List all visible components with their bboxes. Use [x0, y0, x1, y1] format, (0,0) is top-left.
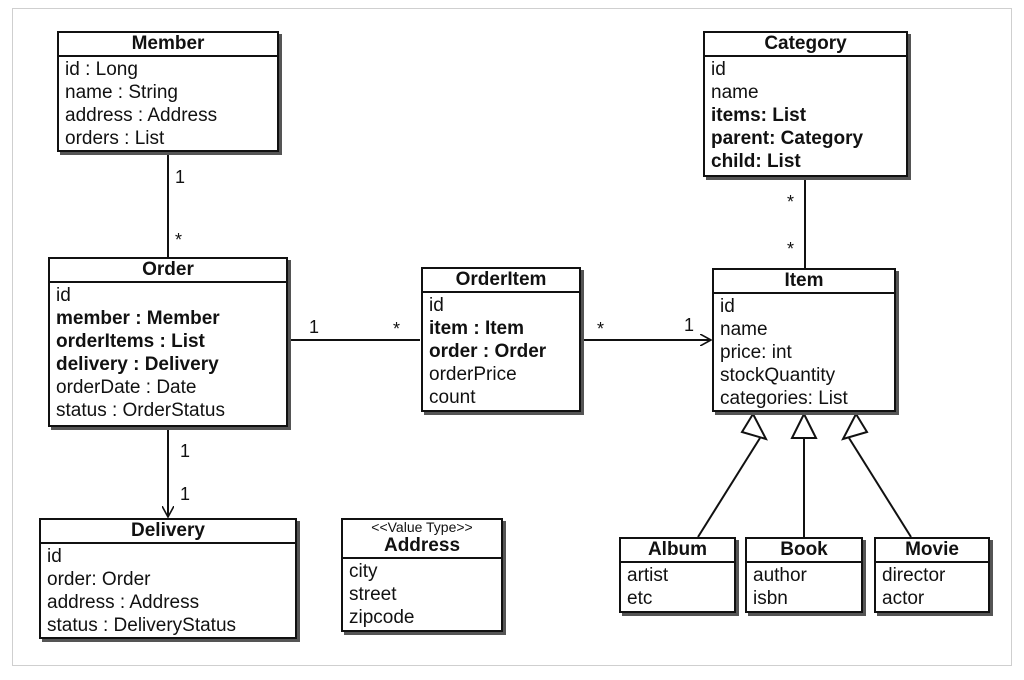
generalization-album-line [697, 437, 761, 538]
attribute: isbn [753, 588, 788, 609]
attribute-list: id name items: List parent: Category chi… [705, 57, 906, 175]
class-movie[interactable]: Movie director actor [874, 537, 990, 613]
attribute-list: artist etc [621, 563, 734, 612]
multiplicity-orderitem-item-left: * [597, 319, 605, 339]
attribute-list: city street zipcode [343, 559, 501, 631]
attribute: id [429, 295, 444, 316]
attribute: items: List [711, 105, 807, 126]
attribute: id [720, 296, 735, 317]
attribute: id [711, 59, 726, 80]
attribute: zipcode [349, 607, 415, 628]
attribute: order : Order [429, 341, 547, 362]
attribute: author [753, 565, 807, 586]
attribute-list: id order: Order address : Address status… [41, 544, 295, 639]
multiplicity-order-delivery-bottom: 1 [180, 484, 191, 504]
attribute-list: id name price: int stockQuantity categor… [714, 294, 894, 412]
attribute: address : Address [65, 105, 218, 126]
attribute: delivery : Delivery [56, 354, 219, 375]
attribute: id [56, 285, 71, 306]
attribute: etc [627, 588, 653, 609]
multiplicity-order-orderitem-right: * [393, 319, 401, 339]
class-address[interactable]: <<Value Type>> Address city street zipco… [341, 518, 503, 632]
class-name: Album [621, 539, 734, 563]
class-member[interactable]: Member id : Long name : String address :… [57, 31, 279, 152]
class-name-block: <<Value Type>> Address [343, 520, 501, 559]
stereotype-label: <<Value Type>> [371, 519, 473, 535]
class-name: OrderItem [423, 269, 579, 293]
attribute: order: Order [47, 569, 151, 590]
attribute: name [720, 319, 768, 340]
multiplicity-order-delivery-top: 1 [180, 441, 191, 461]
multiplicity-orderitem-item-right: 1 [684, 315, 695, 335]
attribute: artist [627, 565, 669, 586]
attribute: id : Long [65, 59, 138, 80]
attribute: child: List [711, 151, 801, 172]
attribute: status : OrderStatus [56, 400, 225, 421]
attribute: orderDate : Date [56, 377, 197, 398]
attribute: director [882, 565, 946, 586]
generalization-movie-line [848, 437, 912, 538]
attribute: id [47, 546, 62, 567]
attribute: city [349, 561, 378, 582]
attribute: name : String [65, 82, 178, 103]
attribute: parent: Category [711, 128, 864, 149]
multiplicity-member-order-bottom: * [175, 230, 183, 250]
multiplicity-category-item-top: * [787, 192, 795, 212]
attribute: actor [882, 588, 925, 609]
attribute: status : DeliveryStatus [47, 615, 237, 636]
class-name: Address [383, 535, 461, 556]
class-name: Movie [876, 539, 988, 563]
multiplicity-order-orderitem-left: 1 [309, 317, 320, 337]
attribute: member : Member [56, 308, 220, 329]
class-item[interactable]: Item id name price: int stockQuantity ca… [712, 268, 896, 412]
multiplicity-category-item-bottom: * [787, 239, 795, 259]
attribute: orderPrice [429, 364, 517, 385]
attribute: categories: List [720, 388, 848, 409]
class-orderitem[interactable]: OrderItem id item : Item order : Order o… [421, 267, 581, 412]
class-book[interactable]: Book author isbn [745, 537, 863, 613]
attribute: name [711, 82, 759, 103]
attribute: orderItems : List [56, 331, 205, 352]
class-name: Member [59, 33, 277, 57]
class-order[interactable]: Order id member : Member orderItems : Li… [48, 257, 288, 427]
attribute: stockQuantity [720, 365, 836, 386]
attribute: price: int [720, 342, 792, 363]
generalization-movie-arrowhead [841, 411, 869, 441]
attribute-list: id member : Member orderItems : List del… [50, 283, 286, 424]
attribute: item : Item [429, 318, 525, 339]
attribute: count [429, 387, 476, 408]
attribute-list: id item : Item order : Order orderPrice … [423, 293, 579, 411]
attribute-list: id : Long name : String address : Addres… [59, 57, 277, 152]
generalization-album-arrowhead [740, 411, 768, 441]
class-name: Book [747, 539, 861, 563]
class-delivery[interactable]: Delivery id order: Order address : Addre… [39, 518, 297, 639]
attribute-list: author isbn [747, 563, 861, 612]
class-name: Category [705, 33, 906, 57]
attribute: street [349, 584, 397, 605]
class-name: Order [50, 259, 286, 283]
attribute-list: director actor [876, 563, 988, 612]
class-category[interactable]: Category id name items: List parent: Cat… [703, 31, 908, 177]
generalization-book-arrowhead [790, 411, 818, 439]
attribute: address : Address [47, 592, 200, 613]
class-album[interactable]: Album artist etc [619, 537, 736, 613]
attribute: orders : List [65, 128, 165, 149]
class-name: Item [714, 270, 894, 294]
multiplicity-member-order-top: 1 [175, 167, 186, 187]
class-name: Delivery [41, 520, 295, 544]
